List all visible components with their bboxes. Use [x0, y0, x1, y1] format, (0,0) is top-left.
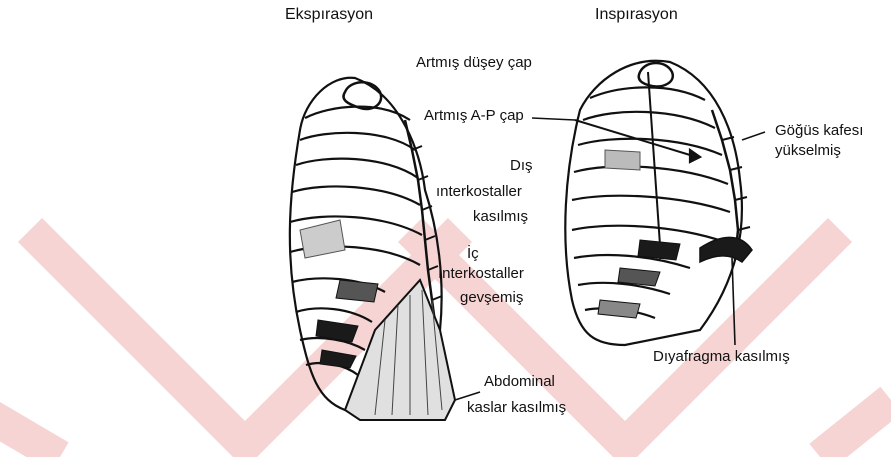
- left-rib-2: [300, 133, 415, 150]
- label-ic-2: ınterkostaller: [438, 265, 524, 283]
- right-rib-5: [572, 196, 730, 212]
- diaphragm-shape: [700, 237, 752, 262]
- left-vertebra-top: [343, 82, 381, 109]
- inspiration-ribcage-drawing: [565, 61, 752, 345]
- leader-gogus: [742, 132, 765, 140]
- right-rib-2: [583, 112, 715, 128]
- right-rib-3: [578, 139, 722, 155]
- left-hatch-2: [336, 280, 378, 302]
- right-hatch-1: [605, 150, 640, 170]
- right-rib-1: [590, 87, 705, 100]
- ap-diameter-arrow: [575, 120, 690, 155]
- vertical-diameter-arrow: [648, 72, 660, 245]
- left-hatch-1: [300, 220, 345, 258]
- watermark-chevron-4: [820, 400, 891, 457]
- label-diyafragma: Dıyafragma kasılmış: [653, 348, 790, 366]
- leader-ap: [532, 118, 575, 120]
- right-hatch-4: [598, 300, 640, 318]
- watermark-chevron-3: [0, 410, 60, 457]
- label-ic-1: İç: [467, 245, 479, 263]
- label-dis-3: kasılmış: [473, 208, 528, 226]
- label-artmis-ap-cap: Artmış A-P çap: [424, 107, 524, 125]
- label-dis-2: ınterkostaller: [436, 183, 522, 201]
- label-ic-3: gevşemiş: [460, 289, 523, 307]
- left-rib-3: [296, 159, 418, 178]
- right-vertebra-top: [639, 63, 673, 86]
- right-rib-8: [578, 283, 670, 294]
- label-abdominal-1: Abdominal: [484, 373, 555, 391]
- label-gogus-kafesi-1: Göğüs kafesı: [775, 122, 863, 140]
- title-inspiration: Inspırasyon: [595, 6, 678, 24]
- label-abdominal-2: kaslar kasılmış: [467, 399, 566, 417]
- title-expiration: Ekspırasyon: [285, 6, 373, 24]
- right-rib-6: [572, 226, 725, 242]
- right-rib-4: [574, 166, 728, 184]
- left-rib-4: [292, 186, 420, 205]
- right-hatch-2: [638, 240, 680, 260]
- label-gogus-kafesi-2: yükselmiş: [775, 142, 841, 160]
- label-dis-1: Dış: [510, 157, 533, 175]
- ap-arrow-head: [690, 150, 700, 162]
- right-cage-outline: [565, 61, 742, 345]
- label-artmis-dusey-cap: Artmış düşey çap: [416, 54, 532, 72]
